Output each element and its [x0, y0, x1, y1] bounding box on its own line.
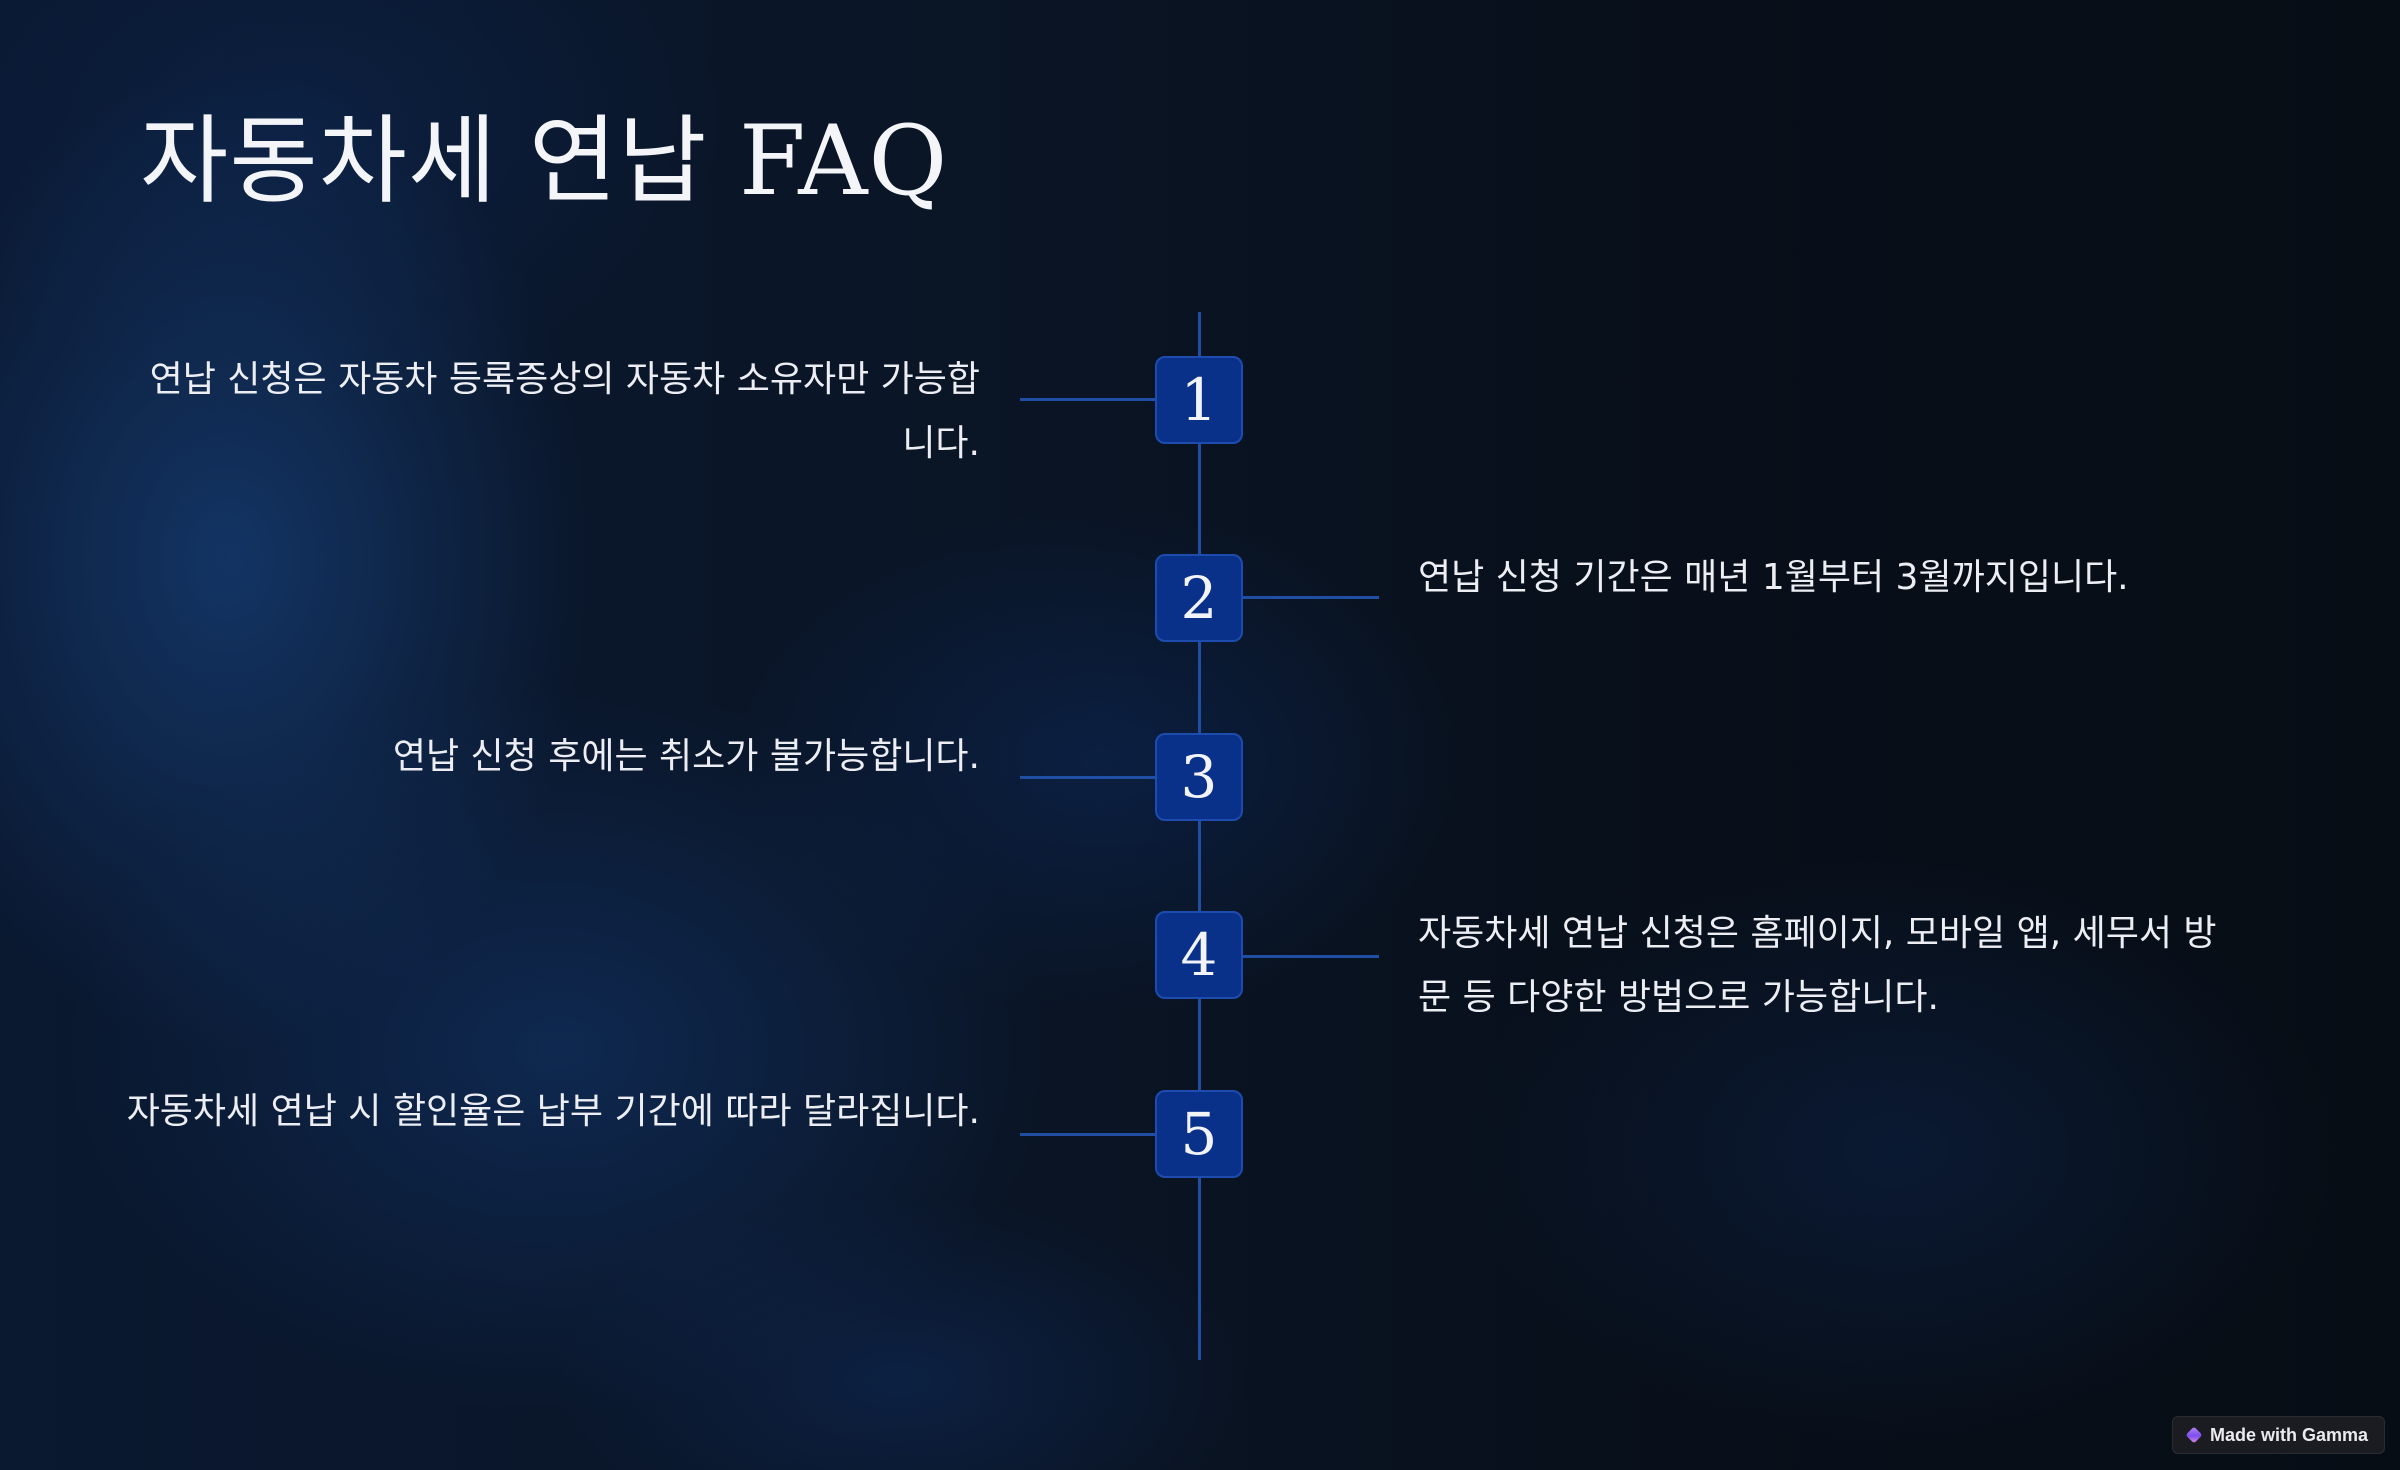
timeline-connector — [1243, 955, 1379, 958]
gamma-badge-label: Made with Gamma — [2210, 1424, 2369, 1445]
timeline-connector — [1020, 398, 1155, 401]
gamma-logo-icon — [2185, 1426, 2203, 1444]
timeline-marker-5: 5 — [1155, 1090, 1243, 1178]
timeline-item-text-1: 연납 신청은 자동차 등록증상의 자동차 소유자만 가능합니다. — [149, 359, 980, 464]
timeline-item-text-5: 자동차세 연납 시 할인율은 납부 기간에 따라 달라집니다. — [126, 1091, 980, 1132]
timeline-marker-2: 2 — [1155, 554, 1243, 642]
timeline-connector — [1020, 776, 1155, 779]
timeline-marker-3: 3 — [1155, 733, 1243, 821]
timeline-marker-4: 4 — [1155, 911, 1243, 999]
timeline-connector — [1020, 1133, 1155, 1136]
page-title: 자동차세 연납 FAQ — [140, 105, 949, 217]
timeline-line — [1198, 312, 1201, 1360]
timeline-marker-1: 1 — [1155, 356, 1243, 444]
made-with-gamma-badge[interactable]: Made with Gamma — [2172, 1416, 2385, 1454]
timeline-item-text-4: 자동차세 연납 신청은 홈페이지, 모바일 앱, 세무서 방문 등 다양한 방법… — [1418, 913, 2217, 1018]
timeline-connector — [1243, 596, 1379, 599]
timeline-item-text-2: 연납 신청 기간은 매년 1월부터 3월까지입니다. — [1418, 557, 2129, 598]
timeline-item-text-3: 연납 신청 후에는 취소가 불가능합니다. — [392, 736, 980, 777]
